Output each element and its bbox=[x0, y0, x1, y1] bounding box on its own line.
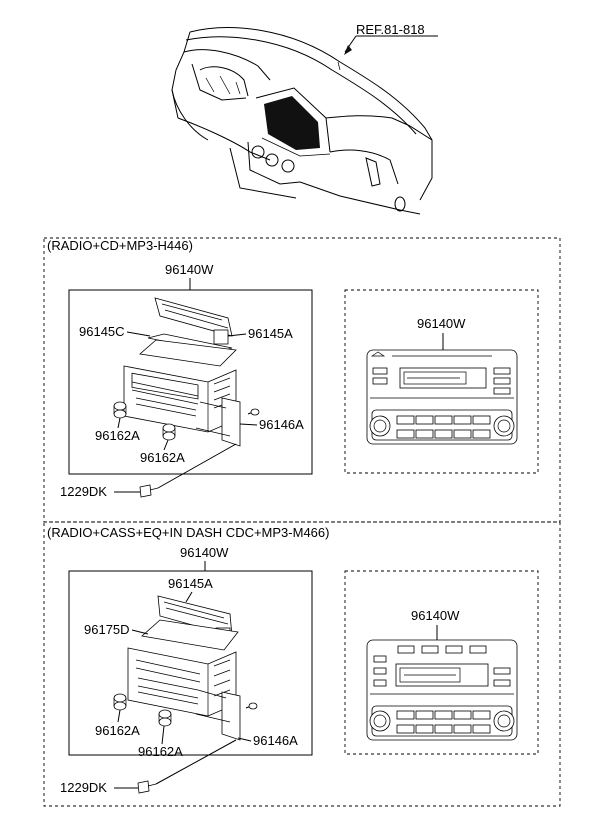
part-label-1229DK: 1229DK bbox=[60, 484, 107, 499]
part-label-96145A: 96145A bbox=[168, 576, 213, 591]
assembly-part-label: 96140W bbox=[165, 262, 214, 277]
section-radio-cass-eq-cdc-mp3: (RADIO+CASS+EQ+IN DASH CDC+MP3-M466) 961… bbox=[43, 521, 561, 807]
exploded-view-frame bbox=[68, 570, 313, 756]
section-header: (RADIO+CASS+EQ+IN DASH CDC+MP3-M466) bbox=[47, 525, 329, 540]
knob-left bbox=[113, 693, 127, 711]
front-view-part-label: 96140W bbox=[411, 608, 460, 623]
section-header: (RADIO+CD+MP3-H446) bbox=[47, 238, 193, 253]
part-label-96146A: 96146A bbox=[253, 733, 298, 748]
knob-right bbox=[162, 423, 176, 441]
part-label-96145A: 96145A bbox=[248, 326, 293, 341]
exploded-view-frame bbox=[68, 289, 313, 475]
assembly-part-label: 96140W bbox=[180, 545, 229, 560]
radio-front-panel bbox=[366, 349, 518, 445]
part-label-1229DK: 1229DK bbox=[60, 780, 107, 795]
section-radio-cd-mp3: (RADIO+CD+MP3-H446) 96140W bbox=[43, 237, 561, 523]
part-label-96162A-left: 96162A bbox=[95, 723, 140, 738]
section-frame bbox=[43, 521, 561, 807]
radio-front-panel bbox=[366, 639, 518, 741]
part-label-96146A: 96146A bbox=[259, 417, 304, 432]
part-label-96145C: 96145C bbox=[79, 324, 125, 339]
knob-right bbox=[158, 709, 172, 727]
part-label-96162A-right: 96162A bbox=[140, 450, 185, 465]
front-view-part-label: 96140W bbox=[417, 316, 466, 331]
part-label-96162A-right: 96162A bbox=[138, 744, 183, 759]
dashboard-illustration bbox=[171, 27, 438, 215]
bolt-icon bbox=[139, 484, 159, 498]
front-view-frame bbox=[344, 570, 539, 755]
part-label-96175D: 96175D bbox=[84, 622, 130, 637]
reference-label: REF.81-818 bbox=[356, 22, 425, 37]
bolt-icon bbox=[137, 780, 157, 794]
front-view-frame bbox=[344, 289, 539, 474]
part-label-96162A-left: 96162A bbox=[95, 428, 140, 443]
